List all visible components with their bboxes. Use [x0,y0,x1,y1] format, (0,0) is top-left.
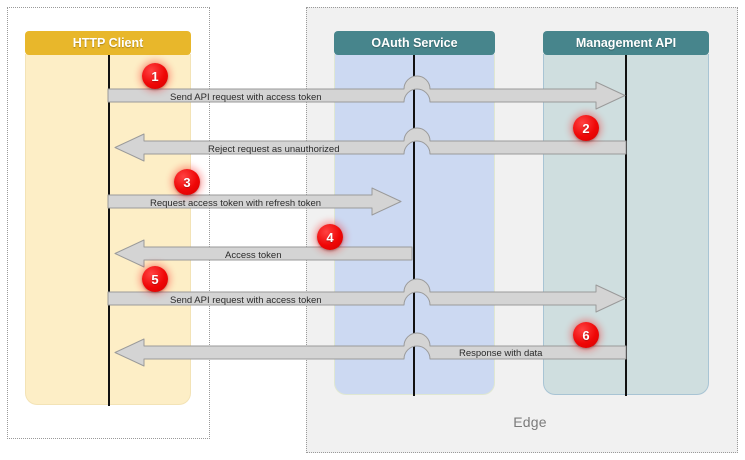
participant-header-http-client[interactable]: HTTP Client [25,31,191,55]
participant-header-oauth-service[interactable]: OAuth Service [334,31,495,55]
message-label-3: Request access token with refresh token [150,198,322,209]
edge-region-label: Edge [513,414,547,430]
message-label-5: Send API request with access token [170,295,322,306]
message-label-2: Reject request as unauthorized [208,144,340,155]
message-label-1: Send API request with access token [170,92,322,103]
lifeline-management-api [625,54,627,396]
message-label-6: Response with data [459,348,543,359]
step-badge-1[interactable]: 1 [142,63,168,89]
step-badge-6[interactable]: 6 [573,322,599,348]
message-arrow-2[interactable] [108,127,632,166]
message-label-4: Access token [225,250,282,261]
lifeline-http-client [108,54,110,406]
participant-header-management-api[interactable]: Management API [543,31,709,55]
message-arrow-6[interactable] [108,332,632,371]
step-badge-2[interactable]: 2 [573,115,599,141]
step-badge-4[interactable]: 4 [317,224,343,250]
step-badge-3[interactable]: 3 [174,169,200,195]
lifeline-oauth-service [413,54,415,396]
message-arrow-1[interactable] [107,75,632,114]
step-badge-5[interactable]: 5 [142,266,168,292]
client-region-boundary [7,7,210,439]
message-arrow-5[interactable] [107,278,632,317]
message-arrow-4[interactable] [108,238,418,272]
message-arrow-3[interactable] [107,186,408,220]
